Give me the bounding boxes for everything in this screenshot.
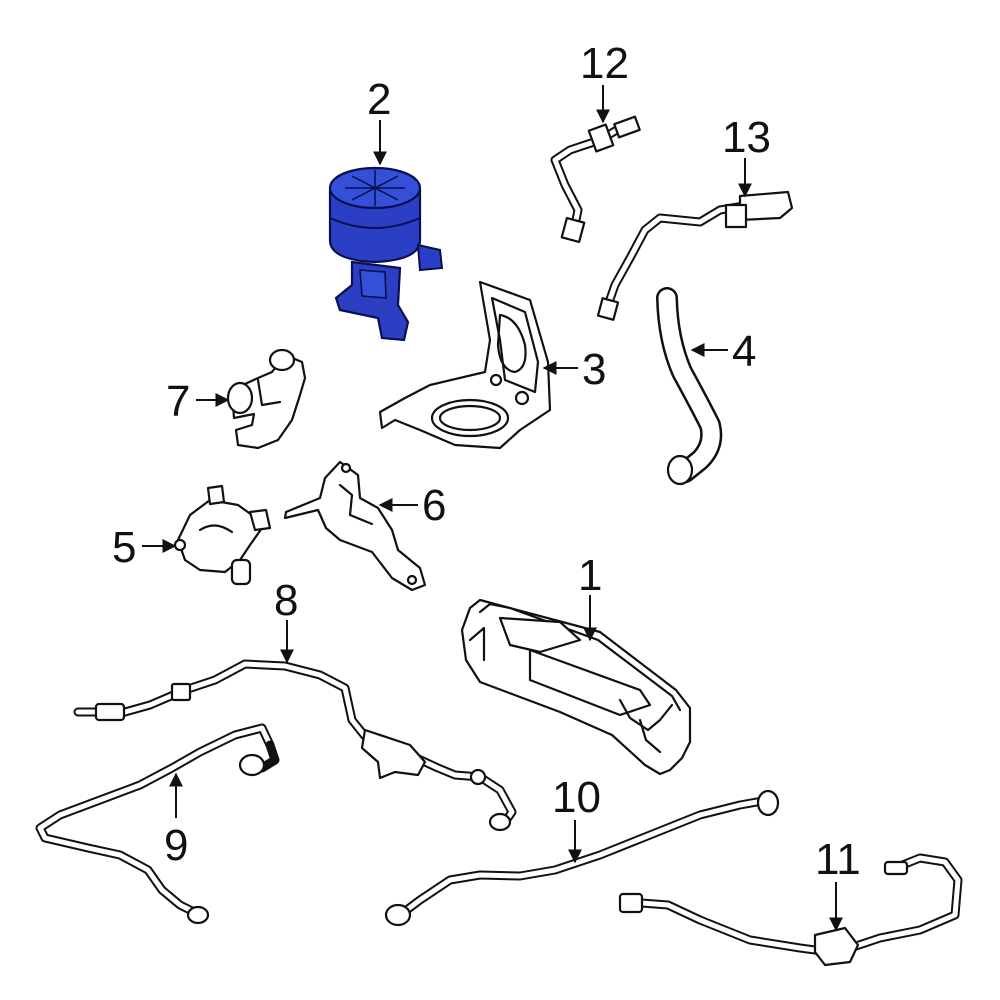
part-10-hose[interactable]: [384, 789, 780, 927]
callout-12: 12: [580, 39, 629, 88]
callout-3: 3: [582, 345, 606, 394]
callout-10: 10: [552, 773, 601, 822]
callout-leaders: [142, 85, 843, 932]
part-11-hose[interactable]: [618, 853, 963, 967]
part-9-hose[interactable]: [35, 723, 280, 925]
part-12-hose[interactable]: [550, 115, 641, 244]
part-13-hose[interactable]: [596, 190, 794, 321]
callout-5: 5: [112, 523, 136, 572]
callout-1: 1: [578, 551, 602, 600]
callout-6: 6: [422, 481, 446, 530]
part-7-valve[interactable]: [226, 348, 307, 450]
part-2-air-pump[interactable]: [328, 166, 444, 342]
part-3-bracket[interactable]: [378, 280, 552, 450]
callout-2: 2: [367, 75, 391, 124]
callout-7: 7: [166, 377, 190, 426]
callout-11: 11: [815, 835, 861, 884]
part-5-valve[interactable]: [173, 484, 272, 586]
callout-labels: 2 12 13 3 4 7 6 5 1 8 9 10 11: [112, 39, 861, 884]
callout-9: 9: [164, 821, 188, 870]
callout-8: 8: [274, 576, 298, 625]
part-8-harness[interactable]: [73, 659, 517, 832]
callout-4: 4: [732, 327, 756, 376]
part-6-bracket[interactable]: [283, 460, 427, 592]
callout-13: 13: [722, 113, 771, 162]
part-4-hose[interactable]: [656, 287, 723, 486]
part-1-module[interactable]: [460, 598, 692, 776]
